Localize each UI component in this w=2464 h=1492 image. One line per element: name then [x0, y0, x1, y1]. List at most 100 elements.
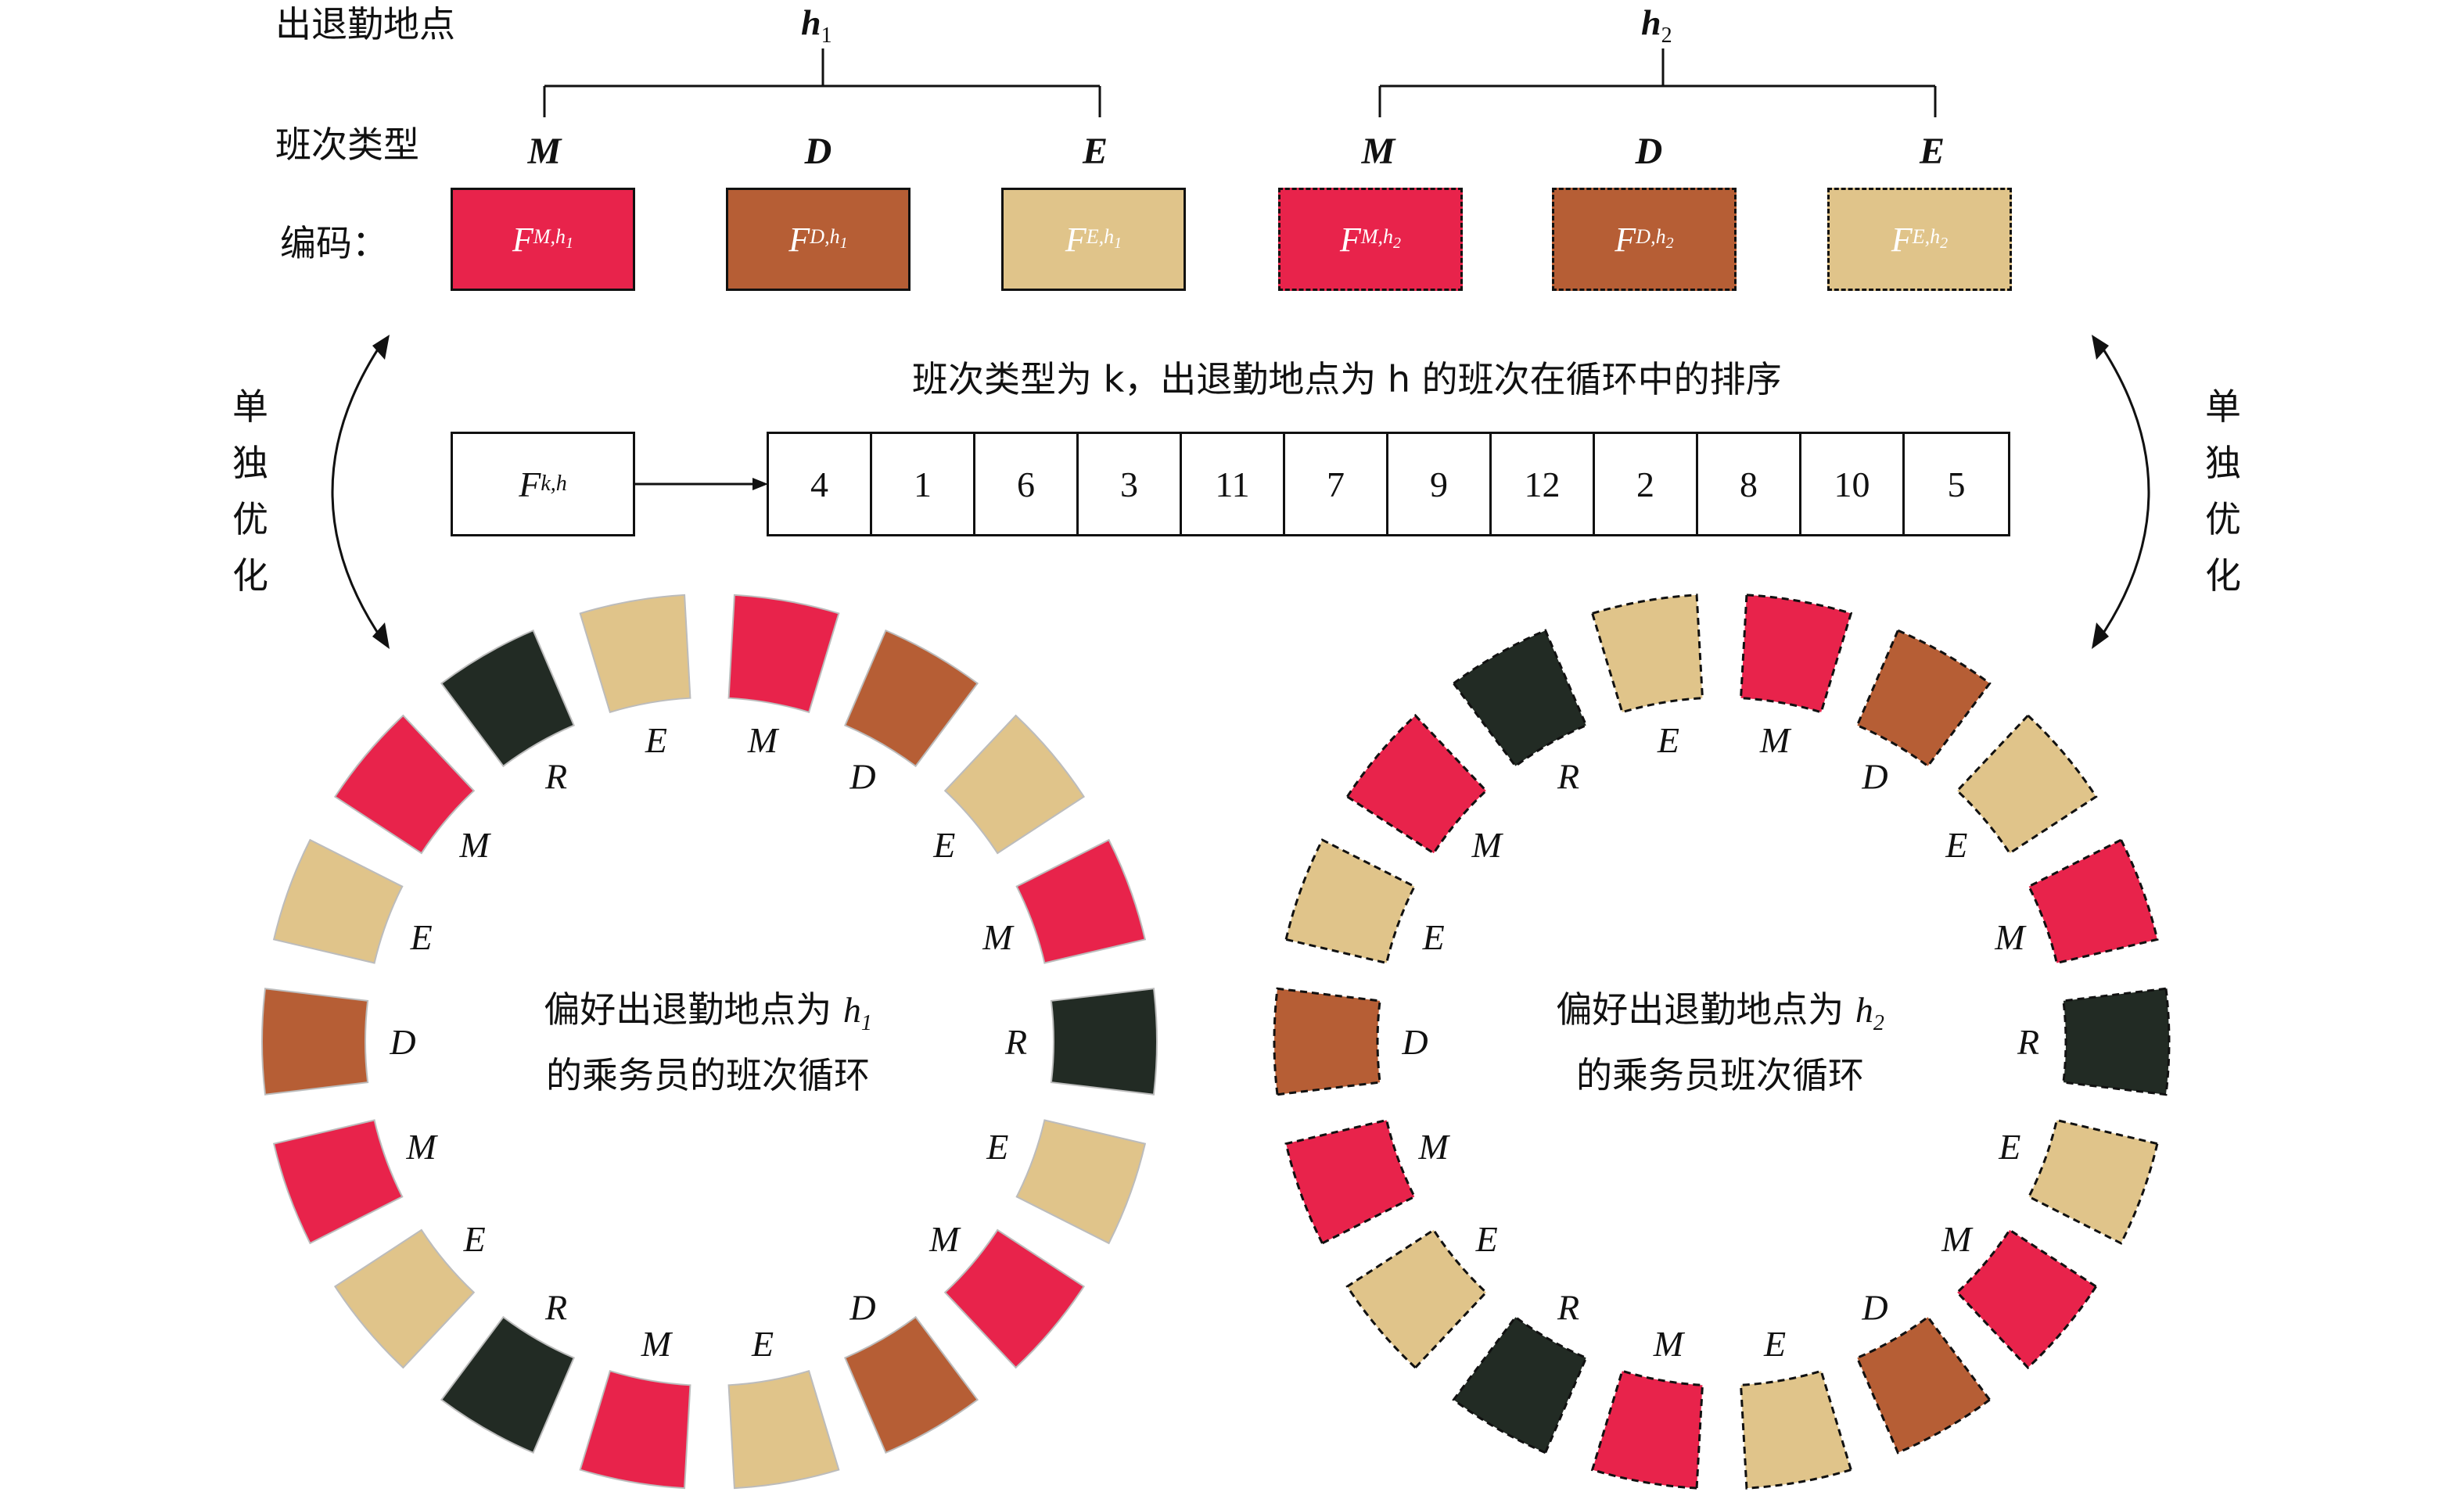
cycle-2-segment-E	[2027, 1118, 2159, 1245]
location-label: 出退勤地点	[275, 3, 455, 45]
cycle-2-label: E	[1945, 825, 1967, 865]
optimize-arrow-right	[2092, 335, 2150, 649]
cycle-2-segment-R	[2062, 987, 2171, 1096]
cycle-1-segment-R	[1050, 988, 1158, 1096]
cycle-2-segment-M	[1284, 1118, 1417, 1245]
encoding-label: 编码：	[280, 222, 388, 264]
location-h1: h1	[801, 2, 832, 48]
cycle-2-label: R	[1557, 1287, 1579, 1327]
cycle-1-label: M	[928, 1219, 961, 1259]
cycle-center-text-h2: 偏好出退勤地点为 h2 的乘务员班次循环	[1556, 988, 1884, 1097]
cycle-1-segment-M	[943, 1228, 1086, 1369]
optimize-label-left: 单独优化	[232, 386, 268, 597]
cycle-1-label: M	[459, 825, 492, 865]
cycle-1-label: R	[544, 1287, 567, 1327]
cycle-1-segment-M	[333, 714, 476, 855]
cycle-1-segment-M	[1015, 838, 1147, 964]
cycle-1-label: D	[389, 1022, 415, 1062]
cycle-2-segment-M	[2027, 838, 2159, 965]
cycle-2-label: E	[1475, 1219, 1498, 1259]
cycle-2-label: M	[1653, 1324, 1686, 1364]
sequence-cell: 4	[769, 434, 872, 534]
location-h2: h2	[1641, 2, 1672, 48]
cycle-1-label: E	[463, 1219, 486, 1259]
cycle-2-segment-E	[1345, 1228, 1488, 1370]
cycle-2-label: M	[1994, 917, 2027, 957]
cycle-2-segment-M	[1590, 1369, 1704, 1490]
cycle-1-segment-D	[844, 629, 979, 768]
cycle-2-label: D	[1861, 757, 1888, 797]
optimize-arrow-left	[331, 335, 390, 649]
sequence-cell: 12	[1492, 434, 1595, 534]
cycle-2-label: R	[1557, 757, 1579, 797]
cycle-2-segment-E	[1590, 594, 1704, 714]
cycle-1-segment-R	[440, 1315, 575, 1454]
sequence-cell: 6	[975, 434, 1079, 534]
cycle-2-label: E	[1657, 720, 1679, 760]
cycle-2-segment-M	[1345, 713, 1488, 855]
sequence-cell: 10	[1801, 434, 1905, 534]
cycle-center-text-h1: 偏好出退勤地点为 h1 的乘务员的班次循环	[544, 988, 872, 1097]
shift-type-m-h1: M	[527, 131, 562, 172]
shift-type-d-h1: D	[804, 131, 832, 172]
shift-type-m-h2: M	[1361, 131, 1395, 172]
cycle-2-segment-E	[1284, 838, 1417, 965]
cycle-1-label: E	[932, 825, 955, 865]
cycle-2-segment-M	[1739, 594, 1853, 714]
cycle-1-label: M	[641, 1324, 673, 1364]
fkh-arrow	[635, 478, 768, 490]
cycle-2-segment-R	[1452, 1315, 1588, 1454]
cycle-2-label: M	[1759, 720, 1792, 760]
cycle-2-label: R	[2017, 1022, 2039, 1062]
cycle-2-segment-D	[1273, 987, 1381, 1096]
shift-type-e-h1: E	[1082, 131, 1108, 172]
cycle-1-segment-M	[579, 1369, 691, 1490]
cycle-1-label: R	[544, 757, 567, 797]
sequence-cell: 3	[1079, 434, 1182, 534]
cycle-2-segment-R	[1452, 629, 1588, 768]
cycle-1-segment-E	[1015, 1119, 1147, 1245]
cycle-1-segment-D	[844, 1315, 979, 1454]
cycle-1-segment-E	[333, 1228, 476, 1369]
optimize-label-right: 单独优化	[2205, 386, 2241, 597]
cycle-1-segment-M	[272, 1119, 404, 1245]
shift-type-d-h2: D	[1635, 131, 1663, 172]
sequence-caption: 班次类型为 k，出退勤地点为 h 的班次在循环中的排序	[912, 358, 1782, 400]
cycle-2-label: M	[1417, 1127, 1450, 1167]
hierarchy-brackets	[543, 48, 1937, 117]
cycle-1-segment-E	[272, 838, 404, 964]
cycle-2-label: E	[1422, 917, 1445, 957]
cycle-1-segment-E	[579, 594, 691, 714]
sequence-cell: 7	[1285, 434, 1388, 534]
sequence-cell: 8	[1698, 434, 1801, 534]
cycle-1-segment-D	[261, 988, 369, 1096]
cycle-2-segment-E	[1739, 1369, 1853, 1490]
sequence-cell: 9	[1388, 434, 1492, 534]
cycle-1-label: M	[405, 1127, 438, 1167]
cycle-2-label: D	[1861, 1287, 1888, 1327]
cycle-2-label: M	[1471, 825, 1504, 865]
cycle-1-label: R	[1004, 1022, 1027, 1062]
cycle-1-label: E	[645, 720, 667, 760]
cycle-2-segment-D	[1855, 1315, 1992, 1454]
cycle-1-segment-E	[727, 1369, 840, 1490]
cycle-2-label: E	[1998, 1127, 2020, 1167]
cycle-1-label: E	[410, 917, 433, 957]
cycle-1-segment-M	[727, 594, 840, 714]
cycle-1-label: M	[982, 917, 1015, 957]
cycle-2-segment-M	[1956, 1228, 2098, 1370]
cycle-1-label: M	[747, 720, 780, 760]
sequence-cell: 11	[1182, 434, 1285, 534]
sequence-cell: 5	[1947, 464, 1966, 504]
cycle-1-segment-E	[943, 714, 1086, 855]
shift-type-e-h2: E	[1919, 131, 1945, 172]
cycle-2-segment-E	[1956, 713, 2098, 855]
cycle-1-label: E	[751, 1324, 774, 1364]
